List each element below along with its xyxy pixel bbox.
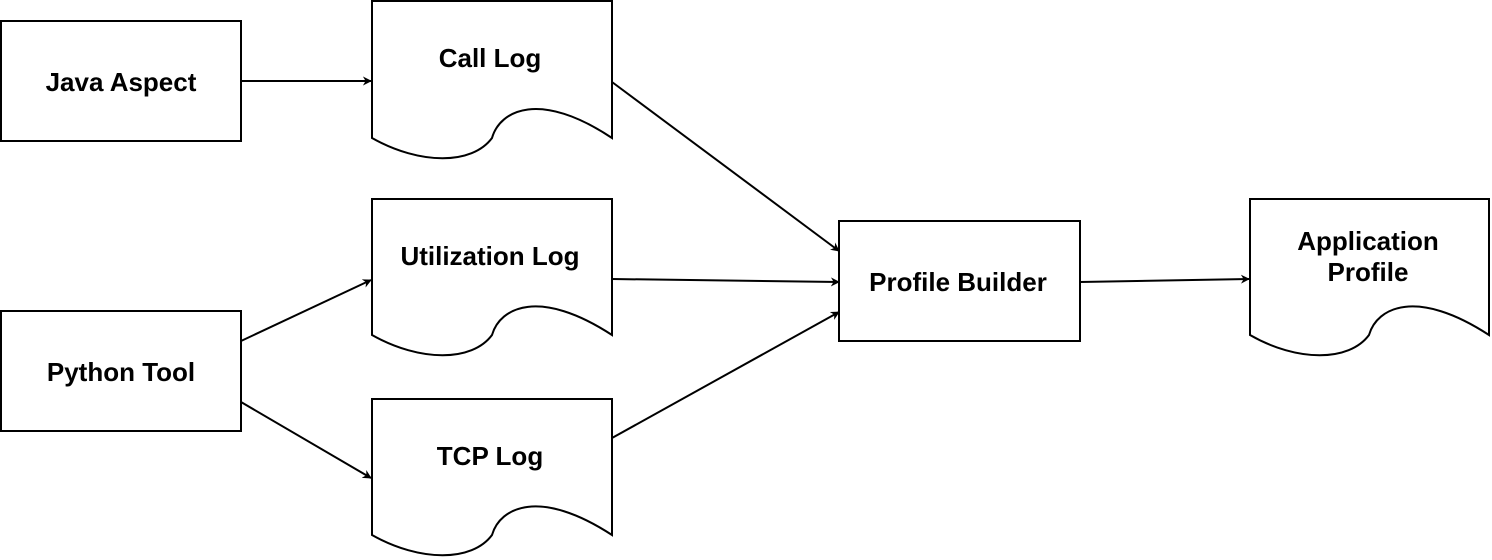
node-tcp-log: TCP Log: [371, 398, 613, 557]
edge-profile-builder-to-application-profile: [1079, 274, 1250, 284]
node-utilization-log: Utilization Log: [371, 198, 613, 357]
edge-python-tool-to-tcp-log: [240, 401, 372, 479]
application-profile-label-line1: Application: [1297, 226, 1439, 256]
edge-python-tool-to-utilization-log: [240, 279, 372, 342]
java-aspect-label: Java Aspect: [46, 67, 197, 97]
node-profile-builder: Profile Builder: [838, 220, 1081, 342]
node-java-aspect: Java Aspect: [0, 20, 242, 142]
edge-utilization-log-to-profile-builder: [611, 277, 840, 287]
python-tool-label: Python Tool: [47, 357, 195, 387]
tcp-log-label: TCP Log: [437, 441, 543, 471]
node-application-profile: Application Profile: [1249, 198, 1490, 357]
application-profile-label-line2: Profile: [1328, 257, 1409, 287]
utilization-log-label: Utilization Log: [400, 241, 579, 271]
edge-call-log-to-profile-builder: [611, 81, 840, 252]
edge-tcp-log-to-profile-builder: [611, 311, 840, 439]
node-call-log: Call Log: [371, 0, 613, 160]
profile-builder-label: Profile Builder: [869, 267, 1047, 297]
node-python-tool: Python Tool: [0, 310, 242, 432]
call-log-label: Call Log: [439, 43, 542, 73]
